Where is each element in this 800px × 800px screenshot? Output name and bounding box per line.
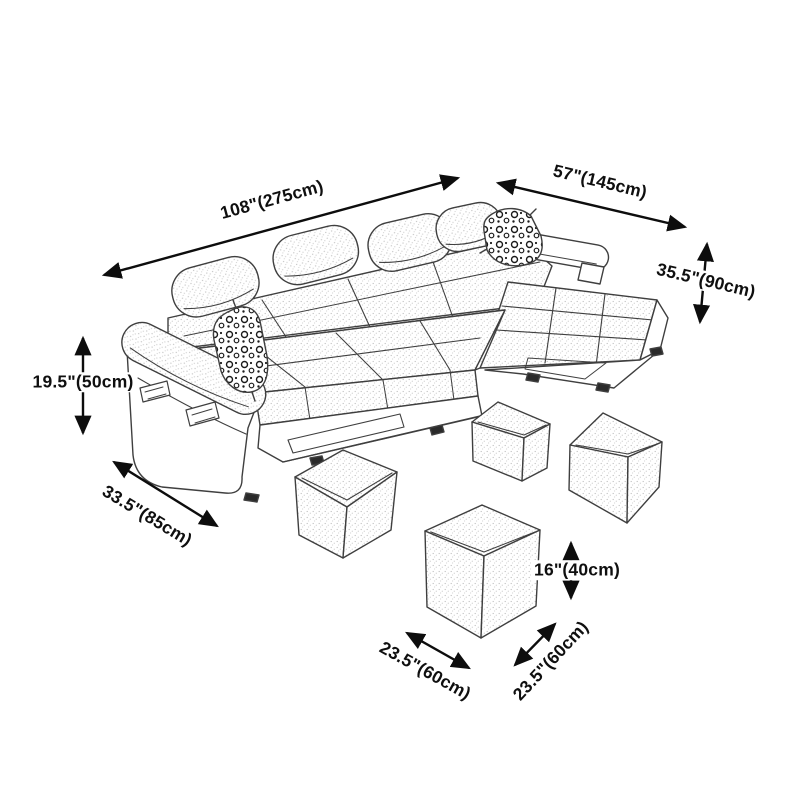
- dim-label-ottoman-height: 16"(40cm): [531, 560, 623, 580]
- arrow-chaise-depth: [495, 178, 688, 232]
- dim-label-arm-height: 19.5"(50cm): [29, 372, 137, 392]
- arrow-seat-depth: [112, 460, 219, 528]
- arrow-ottoman-width: [405, 631, 471, 670]
- ottoman-cubes: [294, 401, 663, 639]
- arrow-sofa-length: [101, 174, 461, 279]
- arrow-ottoman-depth: [513, 622, 557, 667]
- chaise-base: [484, 299, 669, 389]
- chaise-seat: [479, 281, 658, 369]
- ottoman-cube-1: [294, 449, 398, 559]
- ottoman-cube-4: [424, 504, 541, 639]
- ottoman-cube-3: [568, 412, 663, 524]
- ottoman-cube-2: [471, 401, 551, 482]
- accent-pillow-left: [212, 299, 269, 402]
- left-armrest: [121, 321, 267, 494]
- dimension-arrows: [74, 174, 714, 670]
- sofa-base: [257, 395, 483, 463]
